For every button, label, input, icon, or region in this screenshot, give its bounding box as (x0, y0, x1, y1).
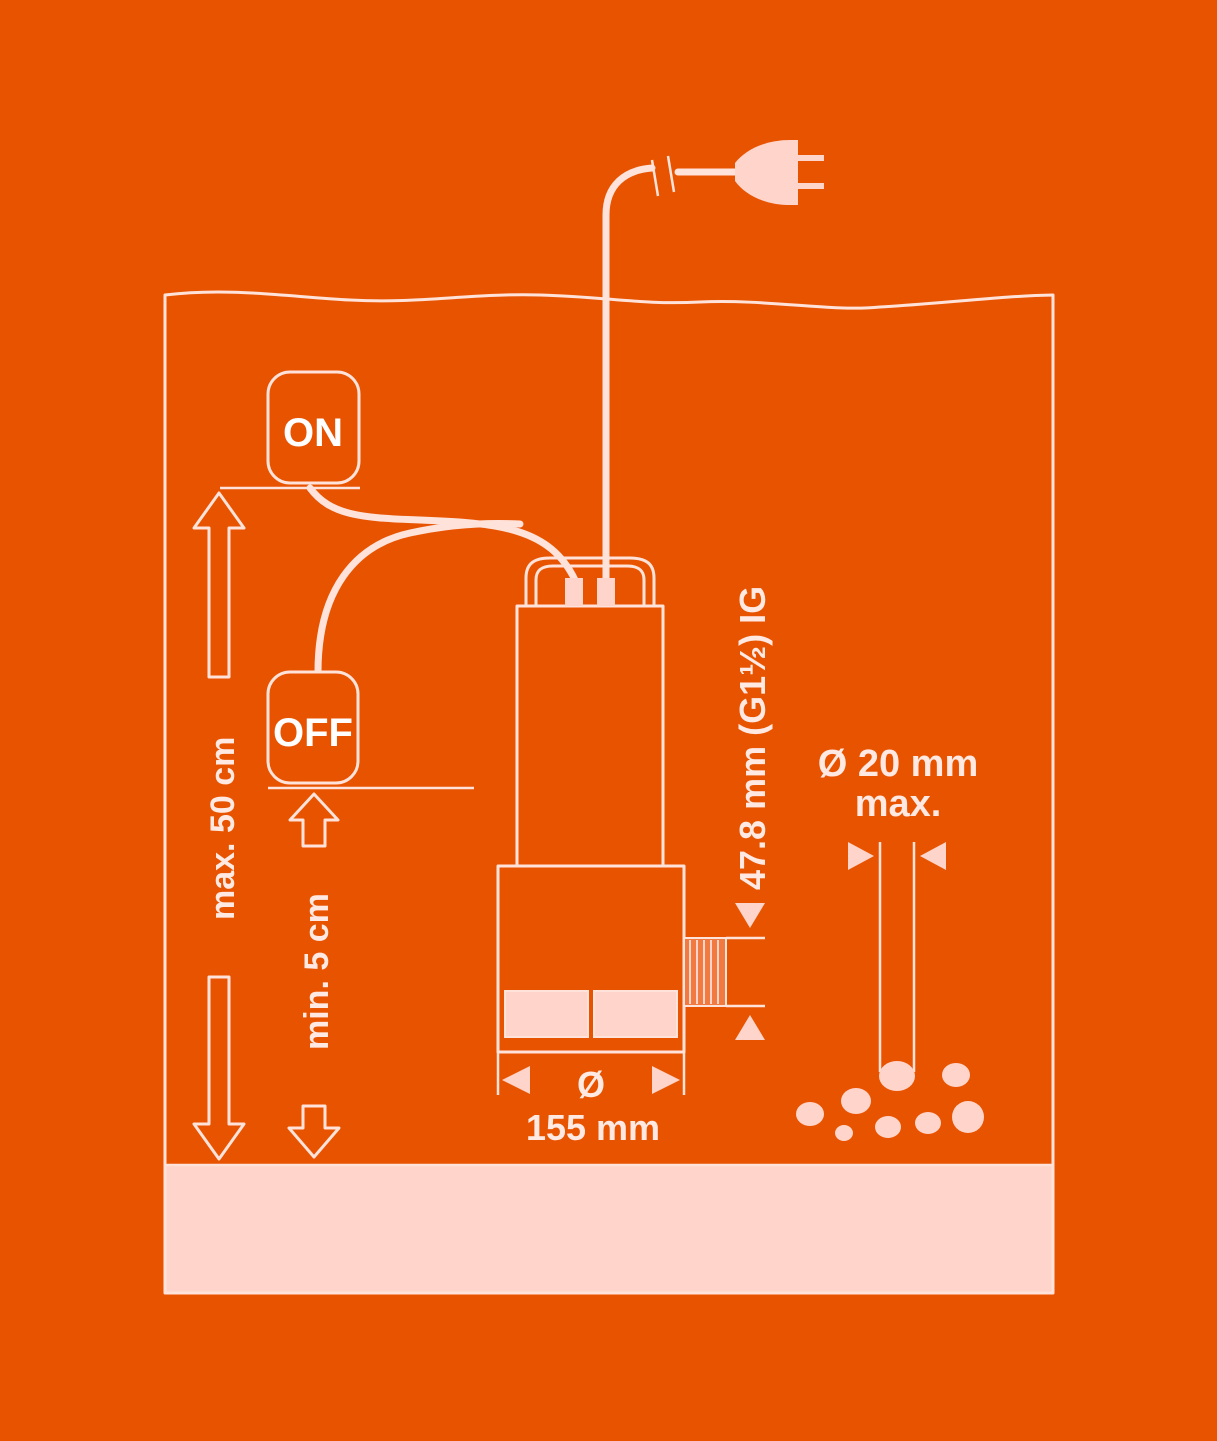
dimension-arrow-icon (502, 1066, 530, 1094)
base-diameter-symbol: Ø (577, 1064, 605, 1105)
cable-break-left (650, 159, 660, 197)
max-level-label: max. 50 cm (204, 737, 242, 920)
dimension-arrow-icon (848, 842, 874, 870)
dimension-arrow-icon (735, 903, 765, 928)
tank-outline (163, 290, 1055, 1295)
off-float-cable (314, 519, 524, 676)
on-float-switch (266, 370, 361, 485)
off-float-label: OFF (273, 711, 353, 755)
power-plug-icon (735, 140, 824, 205)
min-level-label: min. 5 cm (298, 893, 336, 1050)
outlet-size-label: 47.8 mm (G1½) IG (732, 586, 773, 890)
particle-size-label: Ø 20 mm (818, 743, 979, 785)
on-float-label: ON (283, 411, 343, 455)
pump-handle (524, 556, 656, 608)
cable-gland-float (565, 578, 583, 606)
intake-window-left (504, 990, 589, 1038)
power-cable (602, 164, 656, 592)
dimension-arrow-icon (735, 1015, 765, 1040)
floor (165, 1165, 1053, 1293)
pebbles-icon (796, 1061, 984, 1141)
cable-gland-power (597, 578, 615, 606)
pump-handle-inner (534, 564, 646, 608)
arrow-up-icon (192, 491, 246, 679)
off-float-switch (266, 670, 360, 785)
on-float-cable (306, 484, 579, 584)
base-diameter-label: 155 mm (526, 1107, 660, 1148)
intake-window-right (593, 990, 678, 1038)
pump-motor-body (515, 604, 665, 868)
arrow-down-icon (287, 1104, 341, 1159)
cable-break-right (666, 155, 676, 193)
arrow-down-icon (192, 975, 246, 1161)
dimension-arrow-icon (652, 1066, 680, 1094)
arrow-up-icon (288, 792, 340, 848)
outlet-thread (683, 937, 727, 1007)
particle-size-qualifier: max. (855, 783, 942, 825)
dimension-arrow-icon (920, 842, 946, 870)
